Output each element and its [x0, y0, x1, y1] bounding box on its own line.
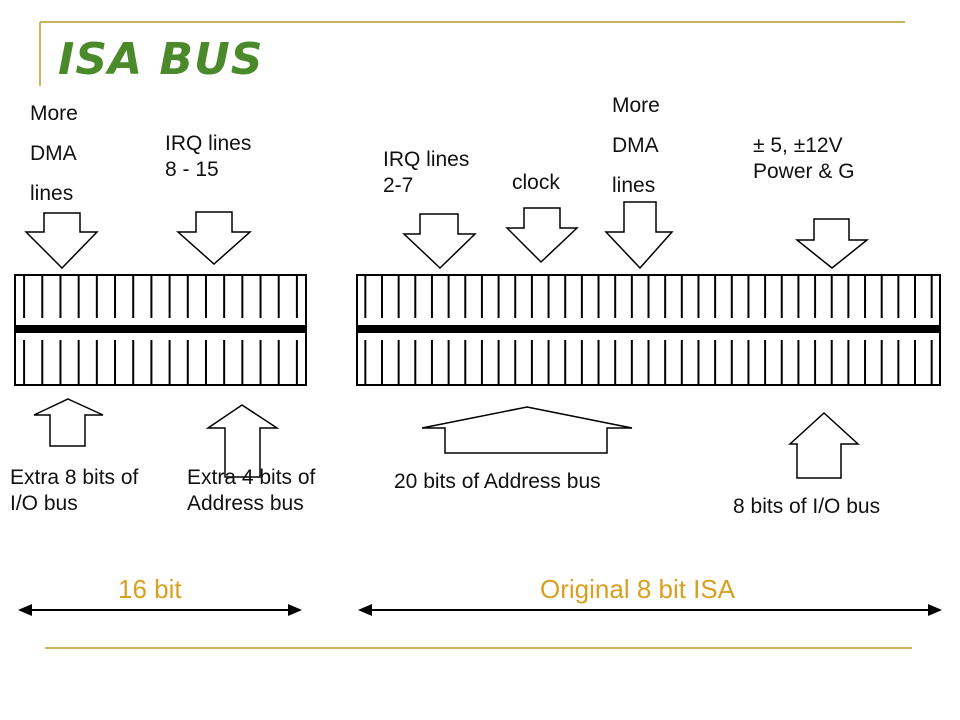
label-clock: clock	[512, 171, 560, 194]
up-arrow-extra4-addr	[205, 404, 280, 478]
slide-title: ISA BUS	[58, 34, 264, 85]
label-irq-8-15-line2: 8 - 15	[165, 158, 219, 181]
label-more-dma-left-line2: DMA	[30, 142, 77, 165]
label-power-line1: ± 5, ±12V	[753, 134, 843, 157]
up-arrow-addr20	[421, 406, 633, 454]
label-irq-2-7-line2: 2-7	[383, 174, 414, 197]
span-arrow-16bit	[18, 604, 302, 616]
label-irq-2-7-line1: IRQ lines	[383, 148, 470, 171]
label-power-line2: Power & G	[753, 160, 855, 183]
span-arrow-8bit	[358, 604, 942, 616]
connector-16bit	[14, 274, 307, 386]
connector-8bit-divider	[357, 325, 940, 333]
down-arrow-irq-2-7	[402, 213, 477, 270]
label-extra4-addr-line1: Extra 4 bits of	[187, 466, 316, 489]
label-irq-2-7: IRQ lines 2-7	[383, 147, 469, 199]
down-arrow-clock	[505, 207, 579, 264]
footer-original-8bit: Original 8 bit ISA	[540, 574, 736, 604]
label-power: ± 5, ±12V Power & G	[753, 133, 855, 185]
label-extra8-io-line2: I/O bus	[10, 492, 78, 515]
up-arrow-io8	[788, 411, 860, 479]
label-extra8-io: Extra 8 bits of I/O bus	[10, 465, 138, 517]
up-arrow-extra8-io	[33, 398, 104, 447]
label-more-dma-left: More DMA lines	[30, 94, 78, 214]
connector-16bit-divider	[15, 325, 306, 333]
label-extra8-io-line1: Extra 8 bits of	[10, 466, 139, 489]
down-arrow-dma-right	[604, 201, 674, 270]
label-extra4-addr-line2: Address bus	[187, 492, 304, 515]
label-irq-8-15: IRQ lines 8 - 15	[165, 131, 251, 183]
label-io8: 8 bits of I/O bus	[733, 495, 881, 518]
label-more-dma-right-line1: More	[612, 94, 660, 117]
label-more-dma-right-line2: DMA	[612, 134, 659, 157]
down-arrow-power	[794, 218, 870, 269]
label-more-dma-left-line3: lines	[30, 182, 74, 205]
label-more-dma-left-line1: More	[30, 102, 78, 125]
connector-8bit	[356, 274, 941, 386]
label-irq-8-15-line1: IRQ lines	[165, 132, 252, 155]
down-arrow-irq-8-15	[176, 211, 252, 266]
label-more-dma-right: More DMA lines	[612, 86, 660, 206]
label-more-dma-right-line3: lines	[612, 174, 656, 197]
label-extra4-addr: Extra 4 bits of Address bus	[187, 465, 315, 517]
footer-16bit: 16 bit	[118, 574, 182, 604]
label-addr20: 20 bits of Address bus	[394, 470, 601, 493]
down-arrow-dma-left	[24, 212, 99, 270]
